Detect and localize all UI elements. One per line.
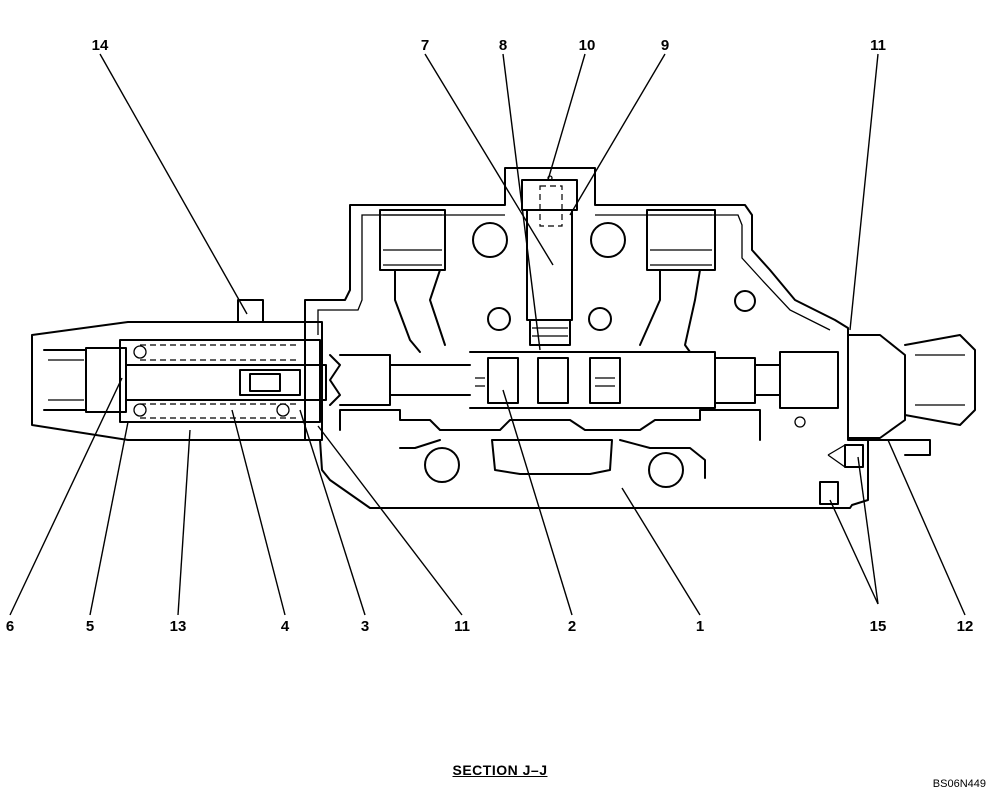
callout-1: 1 <box>696 618 704 635</box>
callout-3: 3 <box>361 618 369 635</box>
callout-11-bottom: 11 <box>454 618 470 635</box>
callout-14: 14 <box>92 37 109 54</box>
drawing-id: BS06N449 <box>932 778 986 790</box>
left-port <box>379 209 446 271</box>
callout-4: 4 <box>281 618 290 635</box>
callout-10: 10 <box>579 37 596 54</box>
section-caption: SECTION J–J <box>0 762 1000 778</box>
plug-15 <box>819 444 864 505</box>
top-plug-assembly <box>521 175 578 346</box>
right-port <box>646 209 716 271</box>
callout-13: 13 <box>170 618 187 635</box>
callout-5: 5 <box>86 618 94 635</box>
leader-lines <box>9 53 966 616</box>
callout-12: 12 <box>957 618 974 635</box>
left-spring-cap <box>31 321 327 441</box>
callout-9: 9 <box>661 37 669 54</box>
callout-2: 2 <box>568 618 576 635</box>
callout-8: 8 <box>499 37 507 54</box>
section-caption-text: SECTION J–J <box>452 762 548 778</box>
callout-11-top: 11 <box>870 37 886 54</box>
body-holes <box>424 222 806 488</box>
callout-6: 6 <box>6 618 14 635</box>
callout-15: 15 <box>870 618 887 635</box>
right-cap <box>847 334 976 456</box>
boss-14 <box>237 299 264 323</box>
callout-7: 7 <box>421 37 429 54</box>
flow-passages <box>339 269 761 479</box>
valve-body <box>304 167 869 509</box>
spool <box>329 351 839 409</box>
